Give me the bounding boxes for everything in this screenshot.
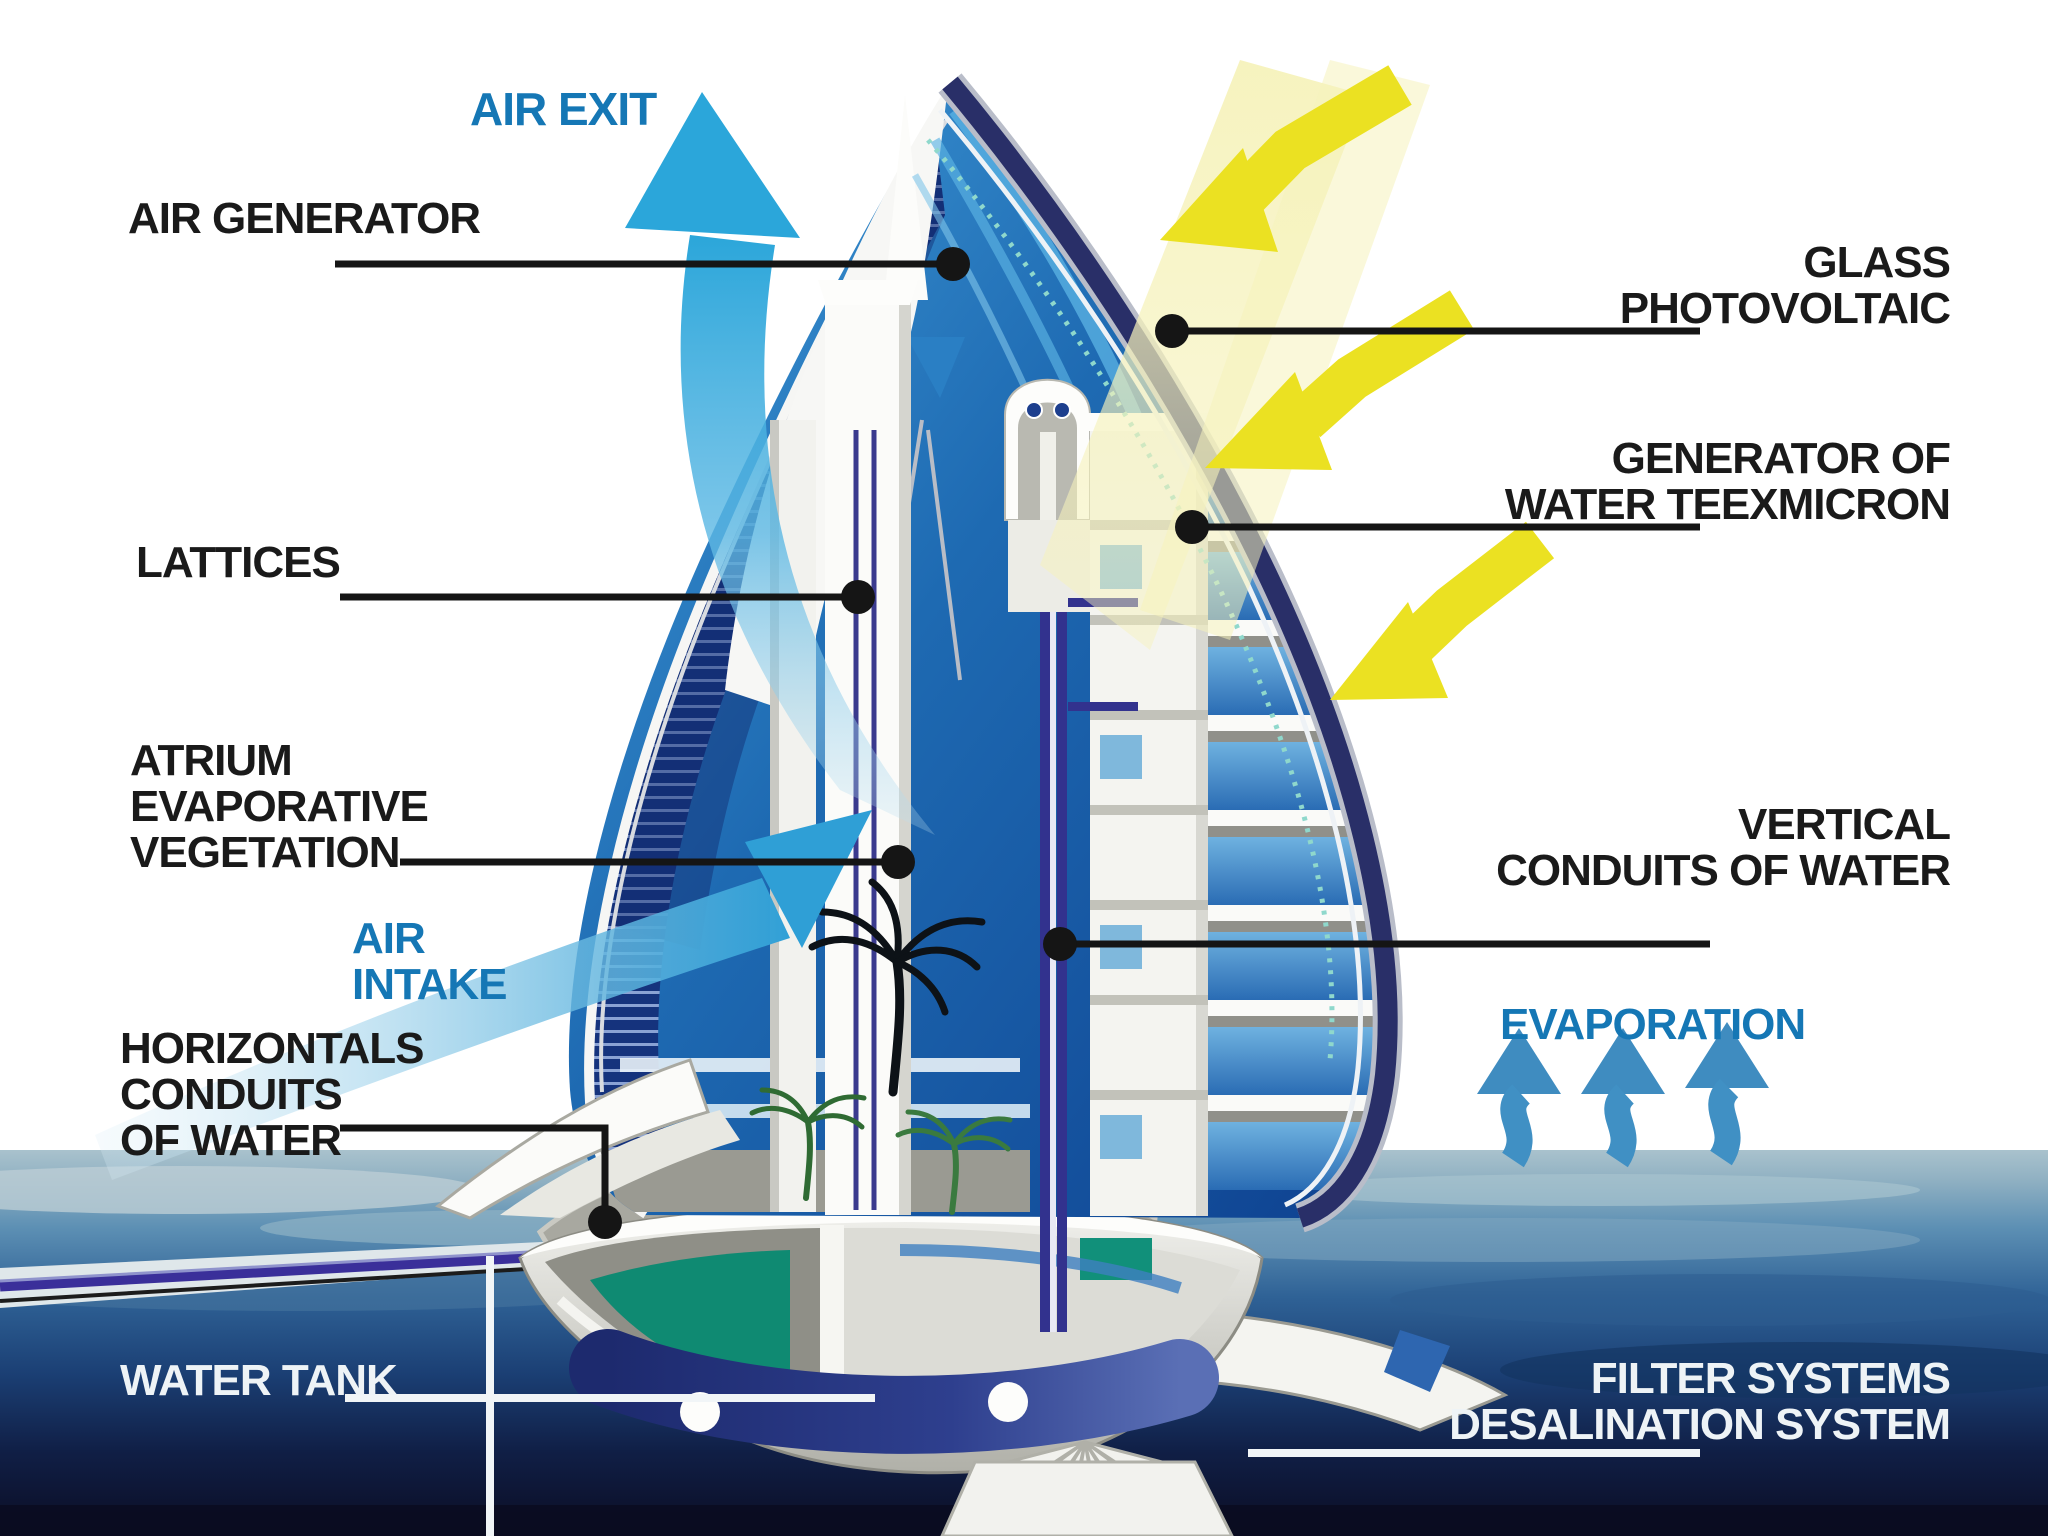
air-intake-arrow — [95, 810, 872, 1180]
callout-lattices — [340, 580, 875, 614]
callout-horizontal-conduits — [340, 1124, 622, 1239]
label-line: CONDUITS — [120, 1070, 343, 1119]
sail-rim — [926, 73, 1403, 1233]
label-line: GLASS — [1803, 238, 1951, 287]
label-line: AIR — [352, 914, 426, 963]
label-air-exit: AIR EXIT — [470, 83, 657, 135]
callout-generator-of-water — [1175, 510, 1700, 544]
radial-base-fins — [940, 1440, 1234, 1536]
callout-lines-white — [345, 1256, 1700, 1536]
callout-glass-photovoltaic — [1155, 314, 1700, 348]
label-line: HORIZONTALS — [120, 1024, 424, 1073]
label-vertical-conduits: VERTICAL CONDUITS OF WATER — [1496, 800, 1951, 895]
callout-lines — [335, 247, 1710, 1239]
label-line: OF WATER — [120, 1116, 342, 1165]
label-generator-of-water: GENERATOR OF WATER TEEXMICRON — [1504, 434, 1951, 529]
callout-atrium — [400, 845, 915, 879]
label-line: GENERATOR OF — [1611, 434, 1951, 483]
label-line: FILTER SYSTEMS — [1590, 1354, 1951, 1403]
label-horizontal-conduits: HORIZONTALS CONDUITS OF WATER — [120, 1026, 424, 1164]
label-line: CONDUITS OF WATER — [1496, 846, 1951, 895]
label-line: VERTICAL — [1738, 800, 1951, 849]
air-exit-arrow — [625, 92, 935, 835]
palm-trees — [749, 878, 1013, 1215]
central-cores — [770, 280, 1215, 1216]
label-line: VEGETATION — [130, 828, 400, 877]
label-line: DESALINATION SYSTEM — [1449, 1400, 1951, 1449]
label-filter-systems: FILTER SYSTEMS DESALINATION SYSTEM — [1449, 1354, 1951, 1449]
label-line: EVAPORATIVE — [130, 782, 429, 831]
label-evaporation: EVAPORATION — [1500, 1000, 1806, 1049]
label-air-intake: AIR INTAKE — [352, 914, 508, 1009]
callout-air-generator — [335, 247, 970, 281]
label-line: INTAKE — [352, 960, 508, 1009]
evaporation-arrows — [1477, 1022, 1769, 1168]
callout-water-tank — [345, 1256, 875, 1536]
label-lattices: LATTICES — [136, 538, 341, 587]
callout-vertical-conduits — [1043, 927, 1710, 961]
label-line: ATRIUM — [130, 736, 293, 785]
label-atrium-vegetation: ATRIUM EVAPORATIVE VEGETATION — [130, 736, 429, 877]
hull-skirt — [435, 1058, 710, 1220]
label-air-generator: AIR GENERATOR — [128, 194, 481, 243]
label-line: PHOTOVOLTAIC — [1619, 284, 1951, 333]
label-line: WATER TEEXMICRON — [1504, 480, 1951, 529]
base-bowl — [518, 1202, 1509, 1536]
label-water-tank: WATER TANK — [120, 1356, 398, 1405]
sun-ray-arrows — [1040, 60, 1555, 700]
label-glass-photovoltaic: GLASS PHOTOVOLTAIC — [1619, 238, 1951, 333]
